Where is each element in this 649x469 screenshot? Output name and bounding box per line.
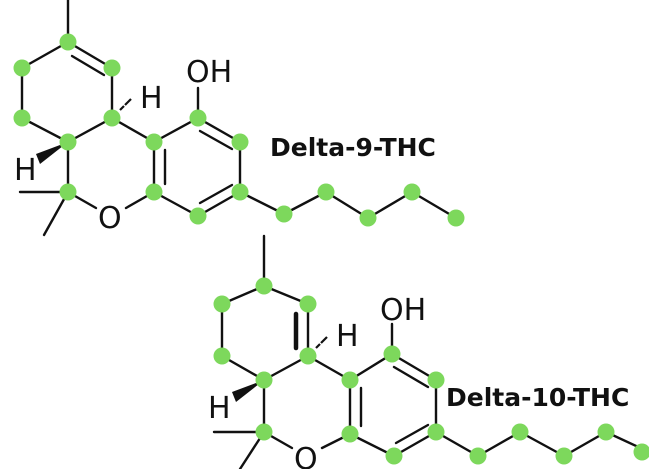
hydrogen-label-top-delta-9: H [140,81,163,116]
molecule-delta-9-thc: OH O H H Delta-9-THC [13,0,465,237]
atom-dots-delta-10 [213,277,649,465]
molecule-name-delta-9: Delta-9-THC [270,133,436,162]
hydrogen-label-left-delta-10: H [208,391,231,426]
atom-dots-delta-9 [13,33,465,227]
hydrogen-label-top-delta-10: H [336,319,359,354]
hydrogen-label-left-delta-9: H [14,153,37,188]
oxygen-label-delta-10: O [294,442,318,469]
molecule-name-delta-10: Delta-10-THC [446,383,629,412]
hydroxyl-label-delta-10: OH [380,293,426,328]
molecule-delta-10-thc: OH O H H Delta-10-THC [208,234,649,469]
oxygen-label-delta-9: O [98,201,122,236]
hydroxyl-label-delta-9: OH [186,55,232,90]
